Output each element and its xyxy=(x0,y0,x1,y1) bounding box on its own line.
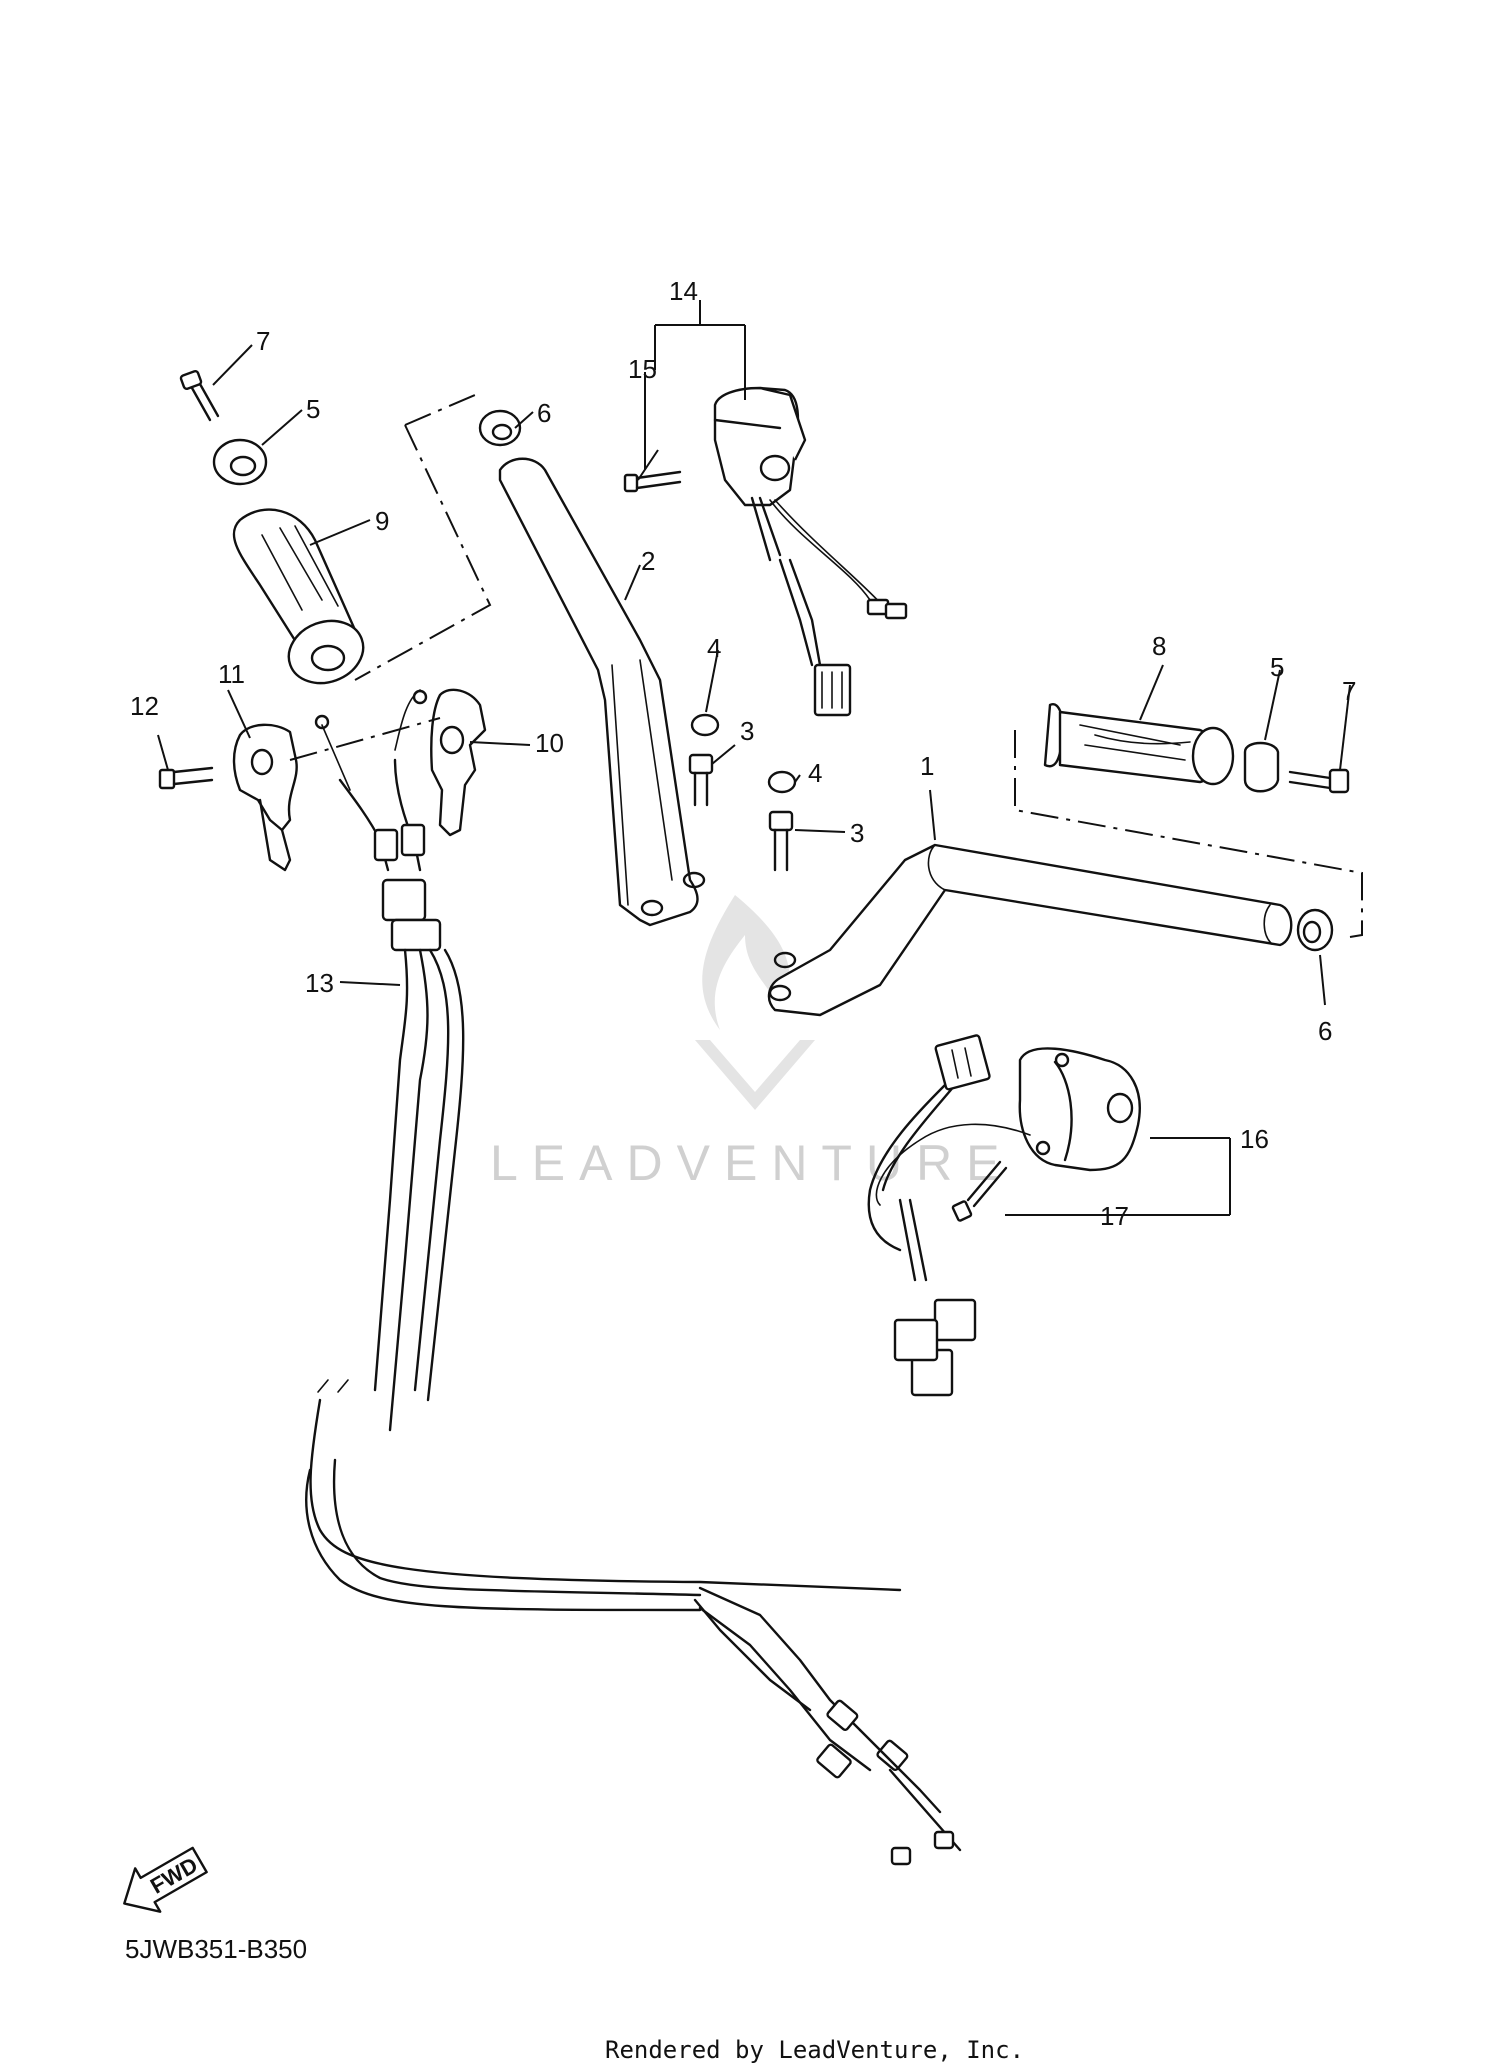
callout-4-upper: 4 xyxy=(707,633,721,663)
throttle-cable-ends xyxy=(289,689,441,791)
watermark-text: LEADVENTURE xyxy=(490,1135,1014,1191)
callout-15: 15 xyxy=(628,354,657,384)
part-weight-6-right xyxy=(1296,908,1334,952)
part-switch-16 xyxy=(867,1034,1141,1397)
callout-3-upper: 3 xyxy=(740,716,754,746)
part-screw-17 xyxy=(951,1160,1008,1222)
part-cap-4-upper xyxy=(690,713,720,737)
assembly-bracket-left xyxy=(354,394,492,681)
callout-1: 1 xyxy=(920,751,934,781)
callout-9: 9 xyxy=(375,506,389,536)
callout-2: 2 xyxy=(641,546,655,576)
callout-5-right: 5 xyxy=(1270,652,1284,682)
callout-6-upper: 6 xyxy=(537,398,551,428)
watermark-logo: LEADVENTURE xyxy=(490,895,1014,1191)
callout-7-right: 7 xyxy=(1342,676,1356,706)
callout-14: 14 xyxy=(669,276,698,306)
part-cap-4-lower xyxy=(767,770,797,794)
part-bolt-3-upper xyxy=(688,753,714,807)
part-holder-11 xyxy=(232,723,298,872)
part-grip-8 xyxy=(1043,703,1235,786)
leader-lines xyxy=(157,300,1351,1216)
diagram-part-code: 5JWB351-B350 xyxy=(125,1934,307,1964)
callout-labels: 7 5 9 11 12 6 2 14 15 4 3 4 3 1 8 5 7 6 … xyxy=(130,276,1356,1231)
part-bolt-7-left xyxy=(179,369,220,422)
fwd-arrow-icon: FWD xyxy=(123,1846,208,1913)
callout-4-lower: 4 xyxy=(808,758,822,788)
part-switch-14 xyxy=(713,386,908,717)
callout-7-left: 7 xyxy=(256,326,270,356)
part-weight-6-upper xyxy=(478,409,522,447)
callout-6-right: 6 xyxy=(1318,1016,1332,1046)
callout-3-lower: 3 xyxy=(850,818,864,848)
part-handlebar-1 xyxy=(767,843,1293,1017)
callout-11: 11 xyxy=(218,659,245,689)
callout-5-left: 5 xyxy=(306,394,320,424)
part-throttle-cables-13 xyxy=(305,758,962,1866)
callout-10: 10 xyxy=(535,728,564,758)
part-handlebar-2 xyxy=(498,457,706,927)
callout-17: 17 xyxy=(1100,1201,1129,1231)
part-weight-5-right xyxy=(1243,741,1280,793)
part-grip-9 xyxy=(232,508,365,685)
callout-12: 12 xyxy=(130,691,159,721)
part-bolt-7-right xyxy=(1288,768,1350,794)
part-bolt-3-lower xyxy=(768,810,794,872)
assembly-bracket-right xyxy=(1014,730,1363,938)
part-holder-10 xyxy=(430,688,487,837)
callout-8: 8 xyxy=(1152,631,1166,661)
part-screw-15 xyxy=(623,470,682,493)
render-credit: Rendered by LeadVenture, Inc. xyxy=(605,2036,1024,2064)
part-weight-5-left xyxy=(212,438,268,486)
callout-13: 13 xyxy=(305,968,334,998)
callout-16: 16 xyxy=(1240,1124,1269,1154)
part-bolt-12 xyxy=(158,766,214,790)
